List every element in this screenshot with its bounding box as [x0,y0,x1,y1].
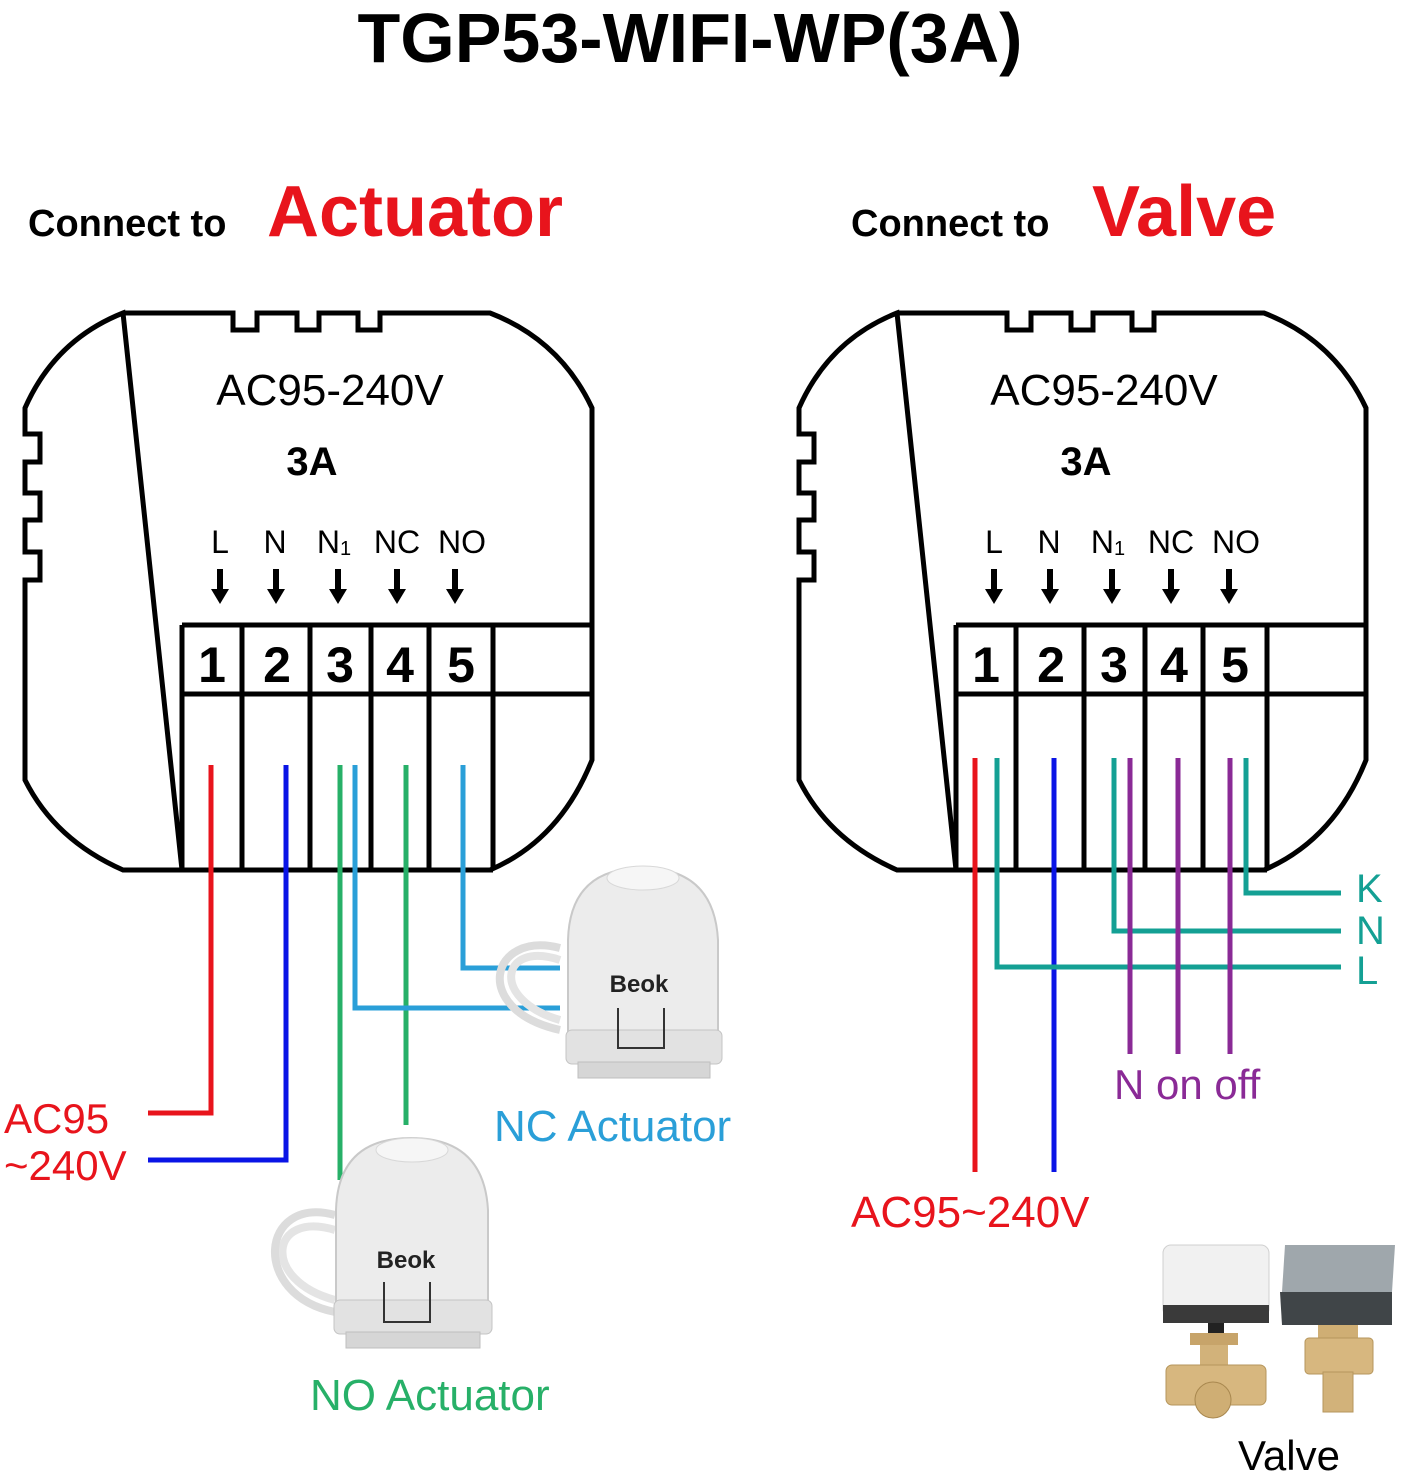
no-actuator-label: NO Actuator [310,1371,550,1420]
right-power-label: AC95~240V [851,1188,1090,1237]
wire-teal-n [1111,758,1341,934]
module-outline [796,309,1369,873]
no-actuator-image: Beok [270,1136,493,1349]
terminal-label-n1-sub: 1 [340,538,351,560]
left-heading-emph: Actuator [267,172,563,252]
actuator-brand: Beok [610,971,669,998]
voltage-rating: AC95-240V [990,366,1218,415]
arrow-icons [211,569,464,604]
terminal-label-n1-main: N [317,524,340,560]
down-arrow-icon [446,569,464,604]
down-arrow-icon [985,569,1003,604]
terminal-number-1: 1 [198,637,226,693]
terminal-label-l: L [985,524,1003,560]
current-rating: 3A [1060,440,1111,484]
n-on-off-label: N on off [1114,1061,1261,1108]
current-rating: 3A [286,440,337,484]
terminal-label-n1: N1 [1091,524,1125,560]
terminal-label-nc: NC [1148,524,1194,560]
wire-nc-lightblue-1 [352,765,560,1011]
wire-nc-lightblue-2 [460,765,560,971]
terminal-label-no: NO [438,524,486,560]
terminal-label-n: N [1037,524,1060,560]
valve-label: Valve [1238,1432,1340,1476]
left-power-label-line2: ~240V [4,1142,127,1189]
right-wires [972,758,1341,1172]
down-arrow-icon [388,569,406,604]
terminal-label-nc: NC [374,524,420,560]
right-heading-prefix: Connect to [851,203,1049,245]
down-arrow-icon [1103,569,1121,604]
terminal-label-n1-sub: 1 [1114,538,1125,560]
wire-live-red [148,765,214,1116]
right-heading: Connect to Valve [851,172,1276,252]
down-arrow-icon [1220,569,1238,604]
terminal-number-4: 4 [386,637,414,693]
down-arrow-icon [1041,569,1059,604]
arrow-icons [985,569,1238,604]
down-arrow-icon [329,569,347,604]
valve-image [1162,1244,1395,1419]
actuator-brand: Beok [377,1247,436,1274]
terminal-label-n1: N1 [317,524,351,560]
wire-teal-l [994,758,1341,970]
nc-actuator-label: NC Actuator [494,1102,731,1151]
terminal-number-1: 1 [972,637,1000,693]
left-power-label-line1: AC95 [4,1095,109,1142]
terminal-label-no: NO [1212,524,1260,560]
terminal-number-2: 2 [263,637,291,693]
module-outline [22,309,595,873]
terminal-number-4: 4 [1160,637,1188,693]
valve-side-label-k: K [1356,867,1383,911]
valve-side-label-l: L [1356,949,1378,993]
terminal-label-n1-main: N [1091,524,1114,560]
voltage-rating: AC95-240V [216,366,444,415]
left-thermostat-module: AC95-240V 3A L N N1 NC NO 1 2 [22,309,595,873]
down-arrow-icon [267,569,285,604]
terminal-number-5: 5 [447,637,475,693]
down-arrow-icon [211,569,229,604]
right-heading-emph: Valve [1092,172,1276,252]
left-heading: Connect to Actuator [28,172,563,252]
left-heading-prefix: Connect to [28,203,226,245]
wire-neutral-blue [148,765,289,1163]
terminal-block [179,622,592,873]
wire-teal-k [1243,758,1341,896]
terminal-label-n: N [263,524,286,560]
terminal-number-2: 2 [1037,637,1065,693]
terminal-number-3: 3 [326,637,354,693]
left-wires [148,765,560,1180]
terminal-number-3: 3 [1100,637,1128,693]
down-arrow-icon [1162,569,1180,604]
valve-side-label-n: N [1356,909,1385,953]
diagram-title: TGP53-WIFI-WP(3A) [358,0,1023,77]
right-thermostat-module: AC95-240V 3A L N N1 NC NO 1 2 3 4 5 [796,309,1369,873]
terminal-number-5: 5 [1221,637,1249,693]
terminal-label-l: L [211,524,229,560]
nc-actuator-image: Beok [496,865,723,1079]
